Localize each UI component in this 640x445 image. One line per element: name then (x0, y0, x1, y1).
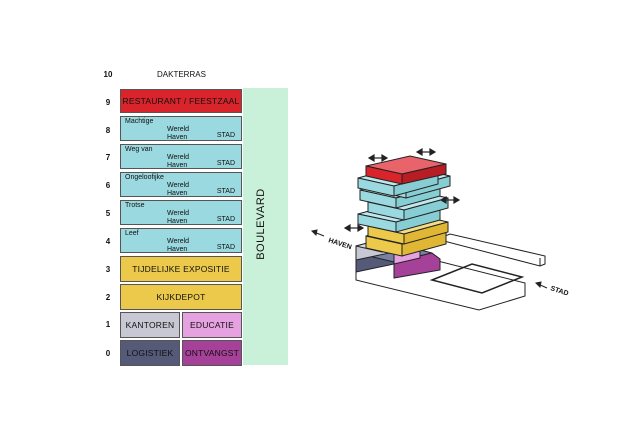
logistiek-label: LOGISTIEK (126, 348, 174, 358)
ontvangst-block: ONTVANGST (182, 340, 242, 366)
floor-number-4: 4 (105, 237, 111, 246)
floor-number-6: 6 (105, 181, 111, 190)
kantoren-label: KANTOREN (125, 320, 175, 330)
theme-haven: Haven (167, 190, 188, 197)
kijkdepot-label: KIJKDEPOT (156, 292, 206, 302)
restaurant-block: RESTAURANT / FEESTZAAL (120, 89, 242, 113)
educatie-label: EDUCATIE (190, 320, 234, 330)
axo-haven-label: HAVEN (327, 237, 352, 251)
theme-block-machtige: Machtige Wereld Haven STAD (120, 116, 242, 141)
theme-stad: STAD (216, 216, 235, 223)
floor-number-5: 5 (105, 209, 111, 218)
plot-outline (429, 263, 525, 294)
floor-number-8: 8 (105, 126, 111, 135)
ontvangst-label: ONTVANGST (184, 348, 240, 358)
theme-block-weg-van: Weg van Wereld Haven STAD (120, 144, 242, 169)
floor-number-7: 7 (105, 153, 111, 162)
theme-haven: Haven (167, 162, 188, 169)
theme-name: Ongeloofijke (125, 174, 164, 181)
theme-stad: STAD (216, 160, 235, 167)
educatie-block: EDUCATIE (182, 312, 242, 338)
theme-block-trotse: Trotse Wereld Haven STAD (120, 200, 242, 225)
dakterras-label: DAKTERRAS (157, 70, 206, 79)
floor-number-0: 0 (105, 349, 111, 358)
theme-stad: STAD (216, 244, 235, 251)
theme-name: Trotse (125, 202, 145, 209)
theme-wereld: Wereld (167, 126, 190, 133)
axo-ontvangst (393, 252, 441, 279)
floor-number-1: 1 (105, 320, 111, 329)
theme-name: Weg van (125, 146, 153, 153)
kantoren-block: KANTOREN (120, 312, 180, 338)
theme-block-leef: Leef Wereld Haven STAD (120, 228, 242, 253)
logistiek-block: LOGISTIEK (120, 340, 180, 366)
theme-wereld: Wereld (167, 238, 190, 245)
axo-direction-arrows (310, 229, 548, 289)
axo-stad-label: STAD (549, 285, 569, 297)
axo-stack (355, 155, 451, 279)
theme-haven: Haven (167, 218, 188, 225)
theme-name: Machtige (125, 118, 154, 125)
theme-haven: Haven (167, 134, 188, 141)
theme-wereld: Wereld (167, 210, 190, 217)
theme-wereld: Wereld (167, 154, 190, 161)
tijdelijke-expositie-label: TIJDELIJKE EXPOSITIE (132, 264, 230, 274)
floor-number-10: 10 (103, 70, 113, 79)
theme-stad: STAD (216, 132, 235, 139)
move-arrows (343, 147, 461, 233)
floor-number-2: 2 (105, 293, 111, 302)
floor-number-9: 9 (105, 98, 111, 107)
theme-stad: STAD (216, 188, 235, 195)
theme-name: Leef (125, 230, 139, 237)
theme-block-ongeloofijke: Ongeloofijke Wereld Haven STAD (120, 172, 242, 197)
boulevard-column: BOULEVARD (243, 88, 288, 365)
theme-wereld: Wereld (167, 182, 190, 189)
boulevard-strip (439, 233, 546, 267)
restaurant-label: RESTAURANT / FEESTZAAL (122, 96, 240, 106)
theme-haven: Haven (167, 246, 188, 253)
floor-number-3: 3 (105, 265, 111, 274)
tijdelijke-expositie-block: TIJDELIJKE EXPOSITIE (120, 256, 242, 282)
kijkdepot-block: KIJKDEPOT (120, 284, 242, 310)
